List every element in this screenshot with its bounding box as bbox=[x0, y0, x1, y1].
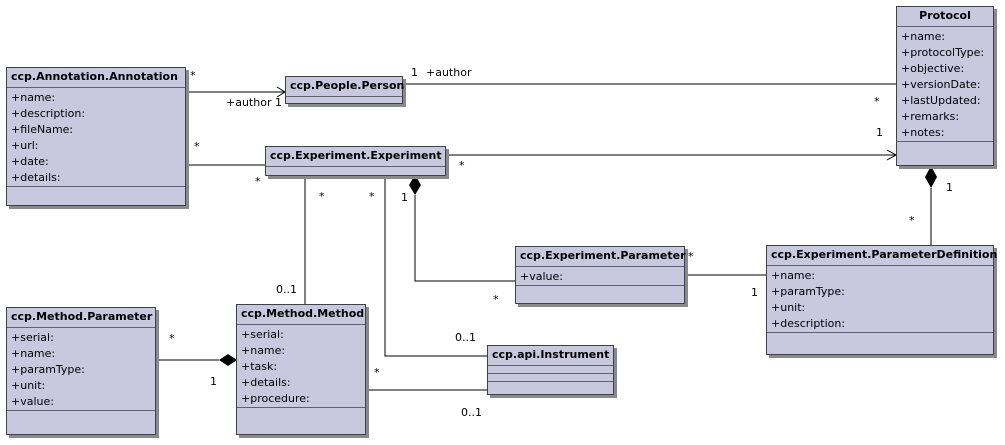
multiplicity-label: * bbox=[194, 140, 200, 153]
operation-section bbox=[767, 333, 993, 343]
attribute: +versionDate: bbox=[901, 78, 981, 91]
attribute: +details: bbox=[11, 171, 61, 184]
composition-diamond-icon bbox=[219, 354, 237, 366]
multiplicity-label: 1 bbox=[401, 191, 408, 204]
class-name: ccp.api.Instrument bbox=[488, 346, 613, 366]
multiplicity-label: * bbox=[874, 95, 880, 108]
operation-section bbox=[516, 286, 684, 296]
composition-diamond-icon bbox=[925, 166, 937, 188]
attribute: +details: bbox=[241, 376, 291, 389]
attribute-section: +serial: +name: +task: +details: +proced… bbox=[237, 325, 365, 408]
attribute-section: +name: +description: +fileName: +url: +d… bbox=[7, 88, 185, 187]
class-parameter-definition[interactable]: ccp.Experiment.ParameterDefinition +name… bbox=[766, 245, 997, 355]
attribute: +procedure: bbox=[241, 392, 310, 405]
attribute: +description: bbox=[11, 107, 86, 120]
attribute: +objective: bbox=[901, 62, 965, 75]
multiplicity-label: * bbox=[255, 175, 261, 188]
class-experiment[interactable]: ccp.Experiment.Experiment bbox=[265, 146, 446, 176]
operation-section bbox=[237, 408, 365, 418]
attribute: +name: bbox=[901, 30, 946, 43]
attribute: +name: bbox=[241, 344, 286, 357]
class-name: ccp.Experiment.Experiment bbox=[266, 147, 445, 167]
multiplicity-label: * bbox=[169, 332, 175, 345]
multiplicity-label: * bbox=[688, 250, 694, 263]
multiplicity-label: 1 bbox=[876, 126, 883, 139]
multiplicity-label: 0..1 bbox=[455, 331, 476, 344]
attribute: +name: bbox=[771, 269, 816, 282]
class-name: ccp.Method.Parameter bbox=[7, 308, 155, 328]
attribute-section: +serial: +name: +paramType: +unit: +valu… bbox=[7, 328, 155, 411]
attribute-section: +value: bbox=[516, 267, 684, 286]
attribute: +serial: bbox=[241, 328, 284, 341]
multiplicity-label: * bbox=[909, 214, 915, 227]
class-name: ccp.People.Person bbox=[286, 77, 404, 97]
attribute: +protocolType: bbox=[901, 46, 985, 59]
class-instrument[interactable]: ccp.api.Instrument bbox=[487, 345, 614, 395]
role-label: +author bbox=[426, 66, 472, 79]
attribute: +url: bbox=[11, 139, 39, 152]
attribute: +lastUpdated: bbox=[901, 94, 981, 107]
class-person[interactable]: ccp.People.Person bbox=[285, 76, 404, 104]
attribute: +paramType: bbox=[771, 285, 845, 298]
attribute-section bbox=[488, 366, 613, 374]
attribute: +date: bbox=[11, 155, 49, 168]
attribute: +value: bbox=[520, 270, 563, 283]
operation-section bbox=[7, 187, 185, 197]
attribute: +description: bbox=[771, 317, 846, 330]
attribute: +unit: bbox=[771, 301, 806, 314]
multiplicity-label: 1 bbox=[411, 66, 418, 79]
class-name: ccp.Experiment.Parameter bbox=[516, 247, 686, 267]
multiplicity-label: 0..1 bbox=[461, 406, 482, 419]
class-method-parameter[interactable]: ccp.Method.Parameter +serial: +name: +pa… bbox=[6, 307, 156, 435]
operation-section bbox=[897, 142, 993, 152]
attribute: +remarks: bbox=[901, 110, 960, 123]
operation-section bbox=[7, 411, 155, 421]
multiplicity-label: 1 bbox=[751, 286, 758, 299]
attribute: +notes: bbox=[901, 126, 945, 139]
multiplicity-label: * bbox=[374, 366, 380, 379]
multiplicity-label: * bbox=[459, 159, 465, 172]
role-label: +author 1 bbox=[226, 96, 282, 109]
class-name: ccp.Experiment.ParameterDefinition bbox=[767, 246, 997, 266]
experiment-parameter-composition bbox=[414, 195, 515, 282]
class-annotation[interactable]: ccp.Annotation.Annotation +name: +descri… bbox=[6, 67, 186, 206]
attribute-section: +name: +paramType: +unit: +description: bbox=[767, 266, 993, 333]
multiplicity-label: 0..1 bbox=[276, 283, 297, 296]
class-protocol[interactable]: Protocol +name: +protocolType: +objectiv… bbox=[896, 6, 994, 166]
multiplicity-label: * bbox=[190, 69, 196, 82]
multiplicity-label: 1 bbox=[210, 375, 217, 388]
class-name: ccp.Annotation.Annotation bbox=[7, 68, 185, 88]
multiplicity-label: 1 bbox=[946, 181, 953, 194]
class-name: Protocol bbox=[897, 7, 993, 27]
experiment-instrument-association bbox=[384, 176, 487, 357]
attribute: +name: bbox=[11, 347, 56, 360]
attribute-section: +name: +protocolType: +objective: +versi… bbox=[897, 27, 993, 142]
class-name: ccp.Method.Method bbox=[237, 305, 365, 325]
class-experiment-parameter[interactable]: ccp.Experiment.Parameter +value: bbox=[515, 246, 686, 304]
multiplicity-label: * bbox=[369, 190, 375, 203]
multiplicity-label: * bbox=[493, 293, 499, 306]
attribute: +task: bbox=[241, 360, 278, 373]
operation-section bbox=[488, 374, 613, 382]
attribute: +name: bbox=[11, 91, 56, 104]
attribute: +paramType: bbox=[11, 363, 85, 376]
attribute: +value: bbox=[11, 395, 54, 408]
attribute: +fileName: bbox=[11, 123, 74, 136]
multiplicity-label: * bbox=[319, 190, 325, 203]
attribute: +serial: bbox=[11, 331, 54, 344]
class-method[interactable]: ccp.Method.Method +serial: +name: +task:… bbox=[236, 304, 366, 435]
attribute: +unit: bbox=[11, 379, 46, 392]
composition-diamond-icon bbox=[409, 175, 421, 195]
